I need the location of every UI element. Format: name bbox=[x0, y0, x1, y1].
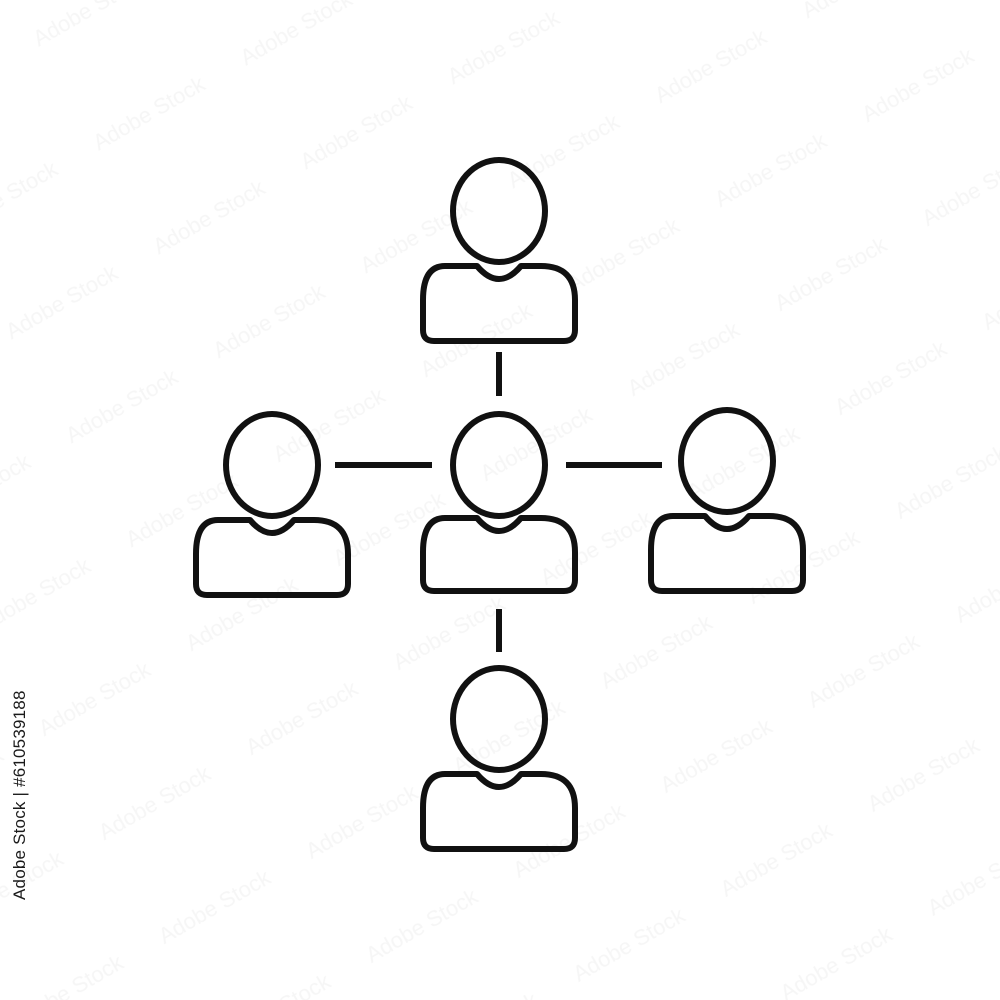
person-right-icon bbox=[648, 407, 806, 594]
person-center-icon bbox=[420, 411, 578, 594]
person-top-icon bbox=[420, 157, 578, 344]
stock-id-label: Adobe Stock | #610539188 bbox=[10, 690, 29, 900]
person-left-icon bbox=[193, 411, 351, 598]
person-bottom-icon bbox=[420, 665, 578, 852]
